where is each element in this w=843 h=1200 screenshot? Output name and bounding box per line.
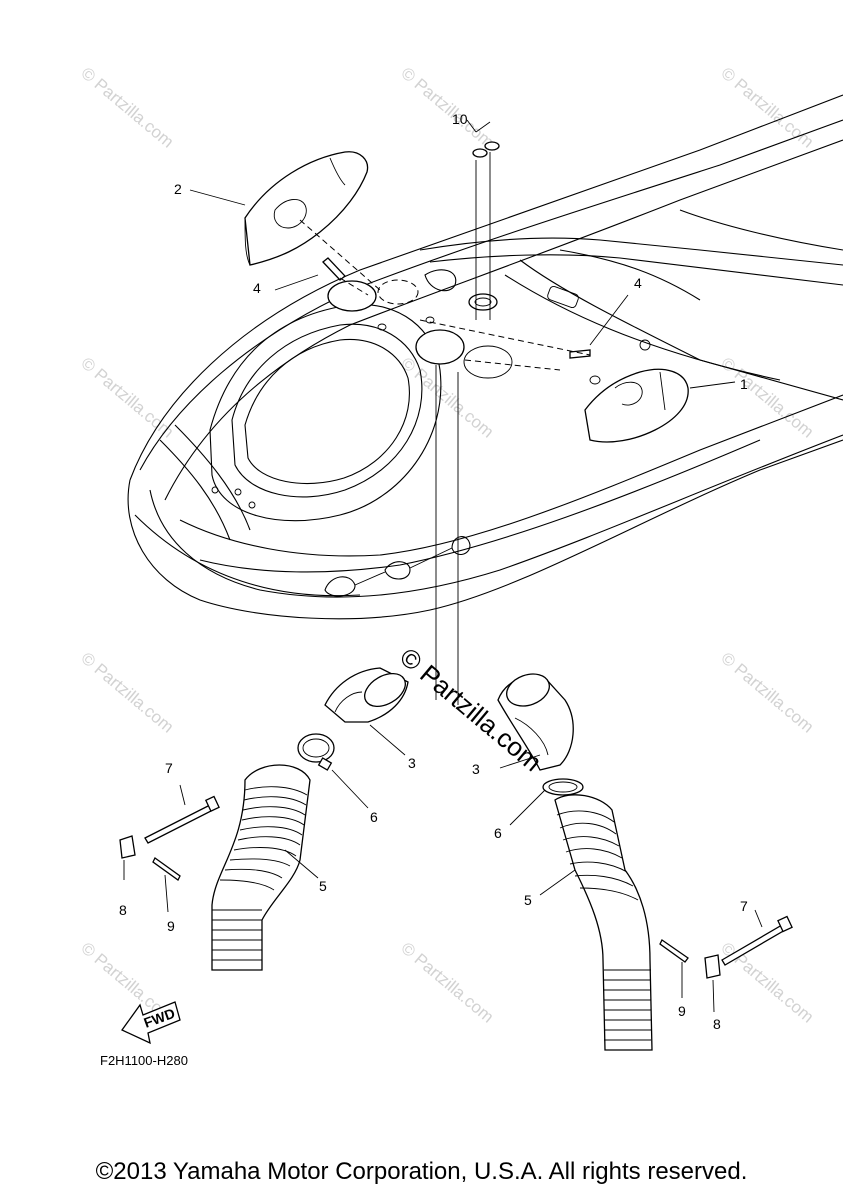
watermark: © Partzilla.com xyxy=(717,64,817,152)
watermark: © Partzilla.com xyxy=(717,939,817,1027)
part-2-cover xyxy=(244,151,369,266)
callout-label: 10 xyxy=(452,111,468,127)
callout-label: 6 xyxy=(370,809,378,825)
part-5-hoses xyxy=(211,764,653,1051)
vent-opening-left xyxy=(327,280,377,312)
callout-label: 4 xyxy=(634,275,642,291)
watermark: © Partzilla.com xyxy=(77,649,177,737)
watermark: © Partzilla.com xyxy=(397,64,497,152)
fasteners-left xyxy=(119,784,220,913)
callout-label: 6 xyxy=(494,825,502,841)
callout-label: 4 xyxy=(253,280,261,296)
part-6-clamps xyxy=(297,733,584,826)
watermark: © Partzilla.com xyxy=(397,354,497,442)
callout-label: 3 xyxy=(472,761,480,777)
watermark: © Partzilla.com xyxy=(77,354,177,442)
hull-deck xyxy=(127,94,843,620)
small-parts-top xyxy=(322,141,591,359)
storage-lid xyxy=(209,303,442,522)
callout-label: 8 xyxy=(713,1016,721,1032)
callout-label: 8 xyxy=(119,902,127,918)
callouts: 1 2 3 3 4 4 5 5 6 6 7 7 8 8 9 9 10 xyxy=(119,111,748,1032)
callout-label: 7 xyxy=(165,760,173,776)
diagram-code: F2H1100-H280 xyxy=(100,1053,188,1068)
callout-label: 1 xyxy=(740,376,748,392)
watermark: © Partzilla.com xyxy=(717,354,817,442)
callout-label: 5 xyxy=(319,878,327,894)
callout-label: 5 xyxy=(524,892,532,908)
fwd-arrow-icon: FWD xyxy=(121,1001,181,1045)
watermark: © Partzilla.com xyxy=(717,649,817,737)
assembly-lines xyxy=(189,119,736,705)
watermark-layer: © Partzilla.com © Partzilla.com © Partzi… xyxy=(77,64,817,1027)
callout-label: 9 xyxy=(678,1003,686,1019)
copyright-footer: ©2013 Yamaha Motor Corporation, U.S.A. A… xyxy=(95,1158,748,1185)
callout-label: 2 xyxy=(174,181,182,197)
vent-opening-right xyxy=(415,329,465,365)
callout-label: 3 xyxy=(408,755,416,771)
callout-label: 9 xyxy=(167,918,175,934)
fasteners-right xyxy=(659,909,793,1013)
watermark: © Partzilla.com xyxy=(397,939,497,1027)
part-3-elbows xyxy=(324,667,574,771)
callout-label: 7 xyxy=(740,898,748,914)
watermark: © Partzilla.com xyxy=(77,64,177,152)
part-1-cover xyxy=(584,368,689,443)
